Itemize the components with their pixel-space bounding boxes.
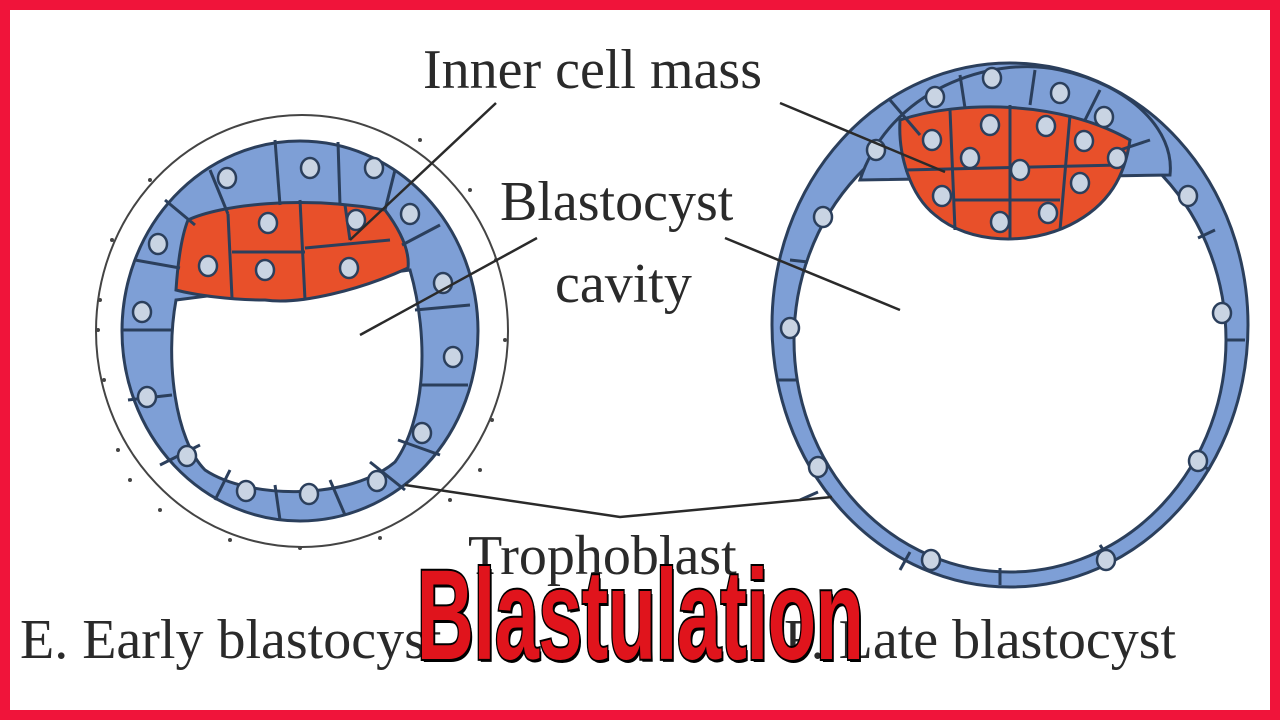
cavity-leader-left xyxy=(359,236,538,337)
blastulation-title: Blastulation xyxy=(415,544,865,687)
icm-leader-left xyxy=(349,102,497,241)
trophoblast-leader xyxy=(404,483,833,519)
trophoblast-label: Trophoblast xyxy=(468,525,737,587)
zona-speckles xyxy=(96,138,507,550)
inner-cell-mass-label: Inner cell mass xyxy=(423,39,762,101)
blastocyst-cavity-label-line2: cavity xyxy=(555,253,692,315)
late-blastocyst-caption: F. Late blastocyst xyxy=(784,609,1177,671)
cavity-leader-right xyxy=(724,236,901,312)
icm-leader-right xyxy=(779,101,946,174)
late-blastocyst xyxy=(770,61,1250,589)
early-blastocyst xyxy=(95,114,509,550)
late-nuclei xyxy=(779,66,1233,572)
blastocyst-cavity-label-line1: Blastocyst xyxy=(500,171,734,233)
early-blastocyst-caption: E. Early blastocyst xyxy=(20,609,442,671)
leader-lines xyxy=(349,101,946,519)
early-blastocyst-cavity xyxy=(170,268,424,494)
